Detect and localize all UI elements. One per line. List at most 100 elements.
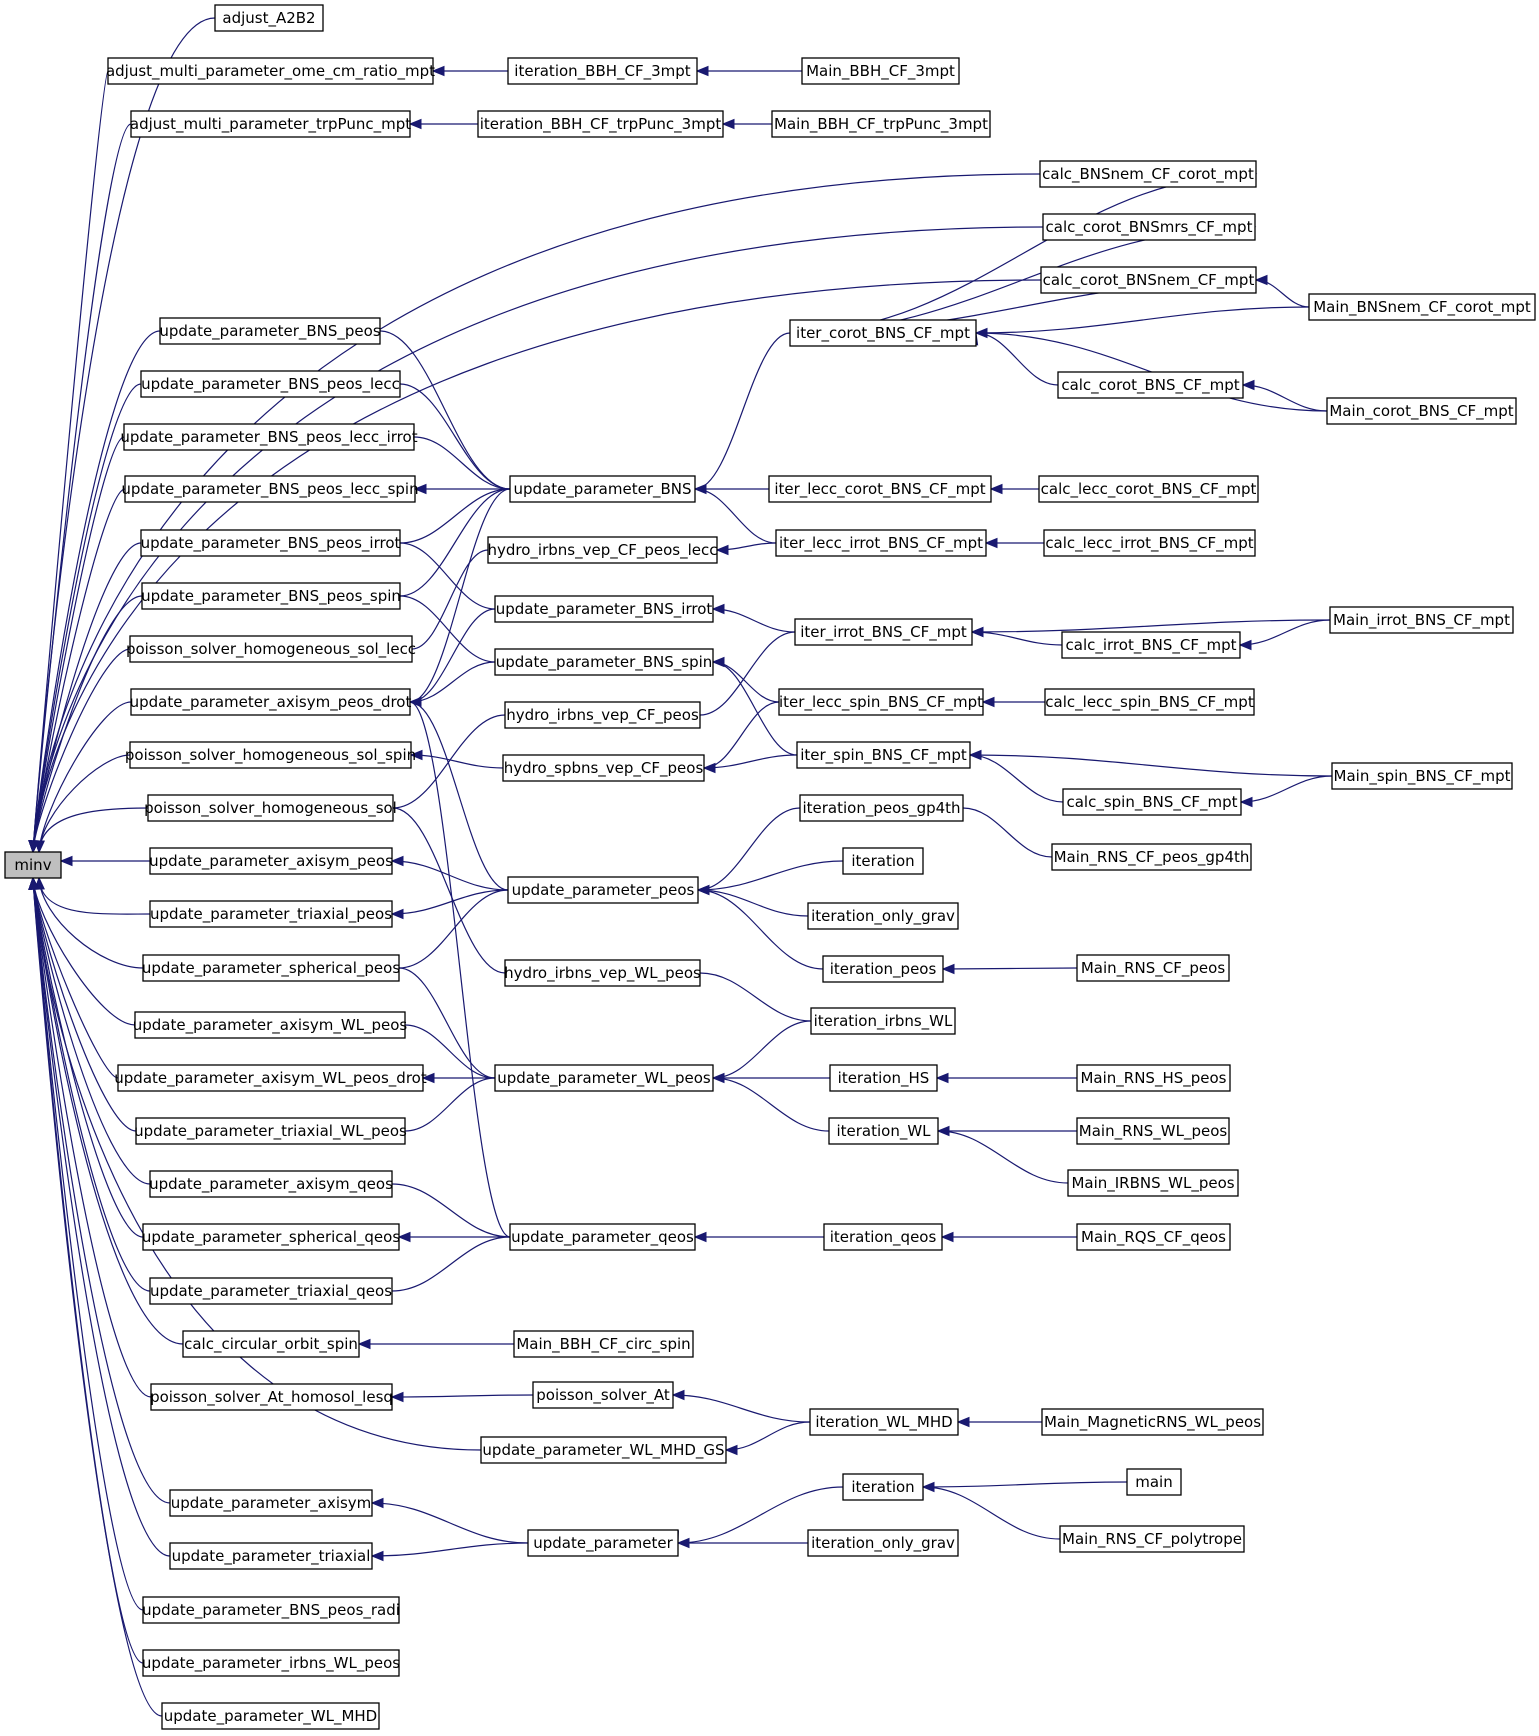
node-iter_wl[interactable]: iteration_WL xyxy=(828,1117,939,1145)
node-iter_bbh_3mpt[interactable]: iteration_BBH_CF_3mpt xyxy=(507,57,698,85)
node-calc_lecc_irrot[interactable]: calc_lecc_irrot_BNS_CF_mpt xyxy=(1043,529,1256,557)
node-up_bns_peos_lecc_irrot[interactable]: update_parameter_BNS_peos_lecc_irrot xyxy=(120,423,418,451)
node-poisson_sol[interactable]: poisson_solver_homogeneous_sol xyxy=(144,794,397,822)
node-adjust_A2B2[interactable]: adjust_A2B2 xyxy=(214,4,324,32)
node-main_rns_wl[interactable]: Main_RNS_WL_peos xyxy=(1076,1117,1230,1145)
node-calc_lecc_spin[interactable]: calc_lecc_spin_BNS_CF_mpt xyxy=(1044,688,1255,716)
node-iter_spin[interactable]: iter_spin_BNS_CF_mpt xyxy=(796,741,971,769)
node-up_axisym_peos[interactable]: update_parameter_axisym_peos xyxy=(149,847,393,875)
node-up_triaxial[interactable]: update_parameter_triaxial xyxy=(169,1542,373,1570)
node-iter_qeos[interactable]: iteration_qeos xyxy=(823,1223,943,1251)
node-main_rns_peos[interactable]: Main_RNS_CF_peos xyxy=(1076,954,1230,982)
node-iter_lecc_irrot[interactable]: iter_lecc_irrot_BNS_CF_mpt xyxy=(775,529,987,557)
node-up_spherical_qeos[interactable]: update_parameter_spherical_qeos xyxy=(142,1223,400,1251)
node-calc_corot_bnsmrs[interactable]: calc_corot_BNSmrs_CF_mpt xyxy=(1042,213,1256,241)
node-adj_ome[interactable]: adjust_multi_parameter_ome_cm_ratio_mpt xyxy=(106,57,435,85)
node-label: calc_corot_BNSnem_CF_mpt xyxy=(1043,271,1255,290)
node-up_axisym_wl_drot[interactable]: update_parameter_axisym_WL_peos_drot xyxy=(114,1064,427,1092)
node-up_spherical_peos[interactable]: update_parameter_spherical_peos xyxy=(142,954,400,982)
node-poisson_at_homosol[interactable]: poisson_solver_At_homosol_lesq xyxy=(150,1383,393,1411)
edge-adj_trp-to-minv xyxy=(32,123,132,853)
node-hydro_wl[interactable]: hydro_irbns_vep_WL_peos xyxy=(504,959,701,987)
node-iter_irbns_wl[interactable]: iteration_irbns_WL xyxy=(810,1007,956,1035)
node-main_corot[interactable]: Main_corot_BNS_CF_mpt xyxy=(1326,397,1517,425)
node-up_bns_peos_lecc[interactable]: update_parameter_BNS_peos_lecc xyxy=(140,370,401,398)
node-poisson_spin[interactable]: poisson_solver_homogeneous_sol_spin xyxy=(125,741,416,769)
node-up_axisym_drot[interactable]: update_parameter_axisym_peos_drot xyxy=(130,688,412,716)
node-main_bbh_3mpt[interactable]: Main_BBH_CF_3mpt xyxy=(801,57,960,85)
edge-main_rns_poly-to-iteration_b xyxy=(922,1486,1061,1540)
node-up_bns_peos_lecc_spin[interactable]: update_parameter_BNS_peos_lecc_spin xyxy=(121,475,419,503)
node-main_bbh_trp[interactable]: Main_BBH_CF_trpPunc_3mpt xyxy=(771,110,991,138)
node-iter_irrot[interactable]: iter_irrot_BNS_CF_mpt xyxy=(794,618,973,646)
node-hydro_irbns_peos[interactable]: hydro_irbns_vep_CF_peos xyxy=(504,701,701,729)
node-main_rns_hs[interactable]: Main_RNS_HS_peos xyxy=(1076,1064,1231,1092)
node-box xyxy=(150,1383,393,1411)
node-up_axisym_wl[interactable]: update_parameter_axisym_WL_peos xyxy=(133,1011,408,1039)
node-calc_lecc_corot[interactable]: calc_lecc_corot_BNS_CF_mpt xyxy=(1038,475,1259,503)
node-up_param[interactable]: update_parameter xyxy=(527,1529,679,1557)
node-main_rqs[interactable]: Main_RQS_CF_qeos xyxy=(1076,1223,1231,1251)
node-main_rns_poly[interactable]: Main_RNS_CF_polytrope xyxy=(1059,1525,1245,1553)
node-main_irrot[interactable]: Main_irrot_BNS_CF_mpt xyxy=(1329,606,1514,634)
node-up_wl_peos[interactable]: update_parameter_WL_peos xyxy=(494,1064,714,1092)
node-main_magrns[interactable]: Main_MagneticRNS_WL_peos xyxy=(1041,1408,1264,1436)
node-up_qeos[interactable]: update_parameter_qeos xyxy=(509,1223,696,1251)
node-iter_peos[interactable]: iteration_peos xyxy=(822,955,944,983)
node-box xyxy=(807,1529,959,1557)
node-iter_peos_gp4th[interactable]: iteration_peos_gp4th xyxy=(799,794,964,822)
node-up_bns_peos_irrot[interactable]: update_parameter_BNS_peos_irrot xyxy=(140,529,401,557)
node-up_triaxial_wl[interactable]: update_parameter_triaxial_WL_peos xyxy=(134,1117,407,1145)
node-calc_circ_spin[interactable]: calc_circular_orbit_spin xyxy=(182,1330,360,1358)
node-iter_wl_mhd[interactable]: iteration_WL_MHD xyxy=(809,1408,959,1436)
node-calc_corot_bnsnem[interactable]: calc_corot_BNSnem_CF_mpt xyxy=(1040,266,1257,294)
node-iteration_b[interactable]: iteration xyxy=(842,1473,924,1501)
node-iter_hs[interactable]: iteration_HS xyxy=(829,1064,938,1092)
node-calc_bnsnem_corot[interactable]: calc_BNSnem_CF_corot_mpt xyxy=(1039,160,1257,188)
node-calc_corot_bns[interactable]: calc_corot_BNS_CF_mpt xyxy=(1057,371,1244,399)
node-up_bns_peos_spin[interactable]: update_parameter_BNS_peos_spin xyxy=(141,582,401,610)
node-main_irbns_wl[interactable]: Main_IRBNS_WL_peos xyxy=(1067,1169,1239,1197)
node-iter_lecc_spin[interactable]: iter_lecc_spin_BNS_CF_mpt xyxy=(778,688,984,716)
node-main[interactable]: main xyxy=(1126,1468,1182,1496)
node-box xyxy=(1076,1223,1231,1251)
node-poisson_at[interactable]: poisson_solver_At xyxy=(532,1381,674,1409)
node-up_axisym_qeos[interactable]: update_parameter_axisym_qeos xyxy=(149,1170,393,1198)
node-calc_irrot[interactable]: calc_irrot_BNS_CF_mpt xyxy=(1061,631,1241,659)
node-iter_bbh_trp[interactable]: iteration_BBH_CF_trpPunc_3mpt xyxy=(477,110,724,138)
edge-up_bns-to-up_bns_peos_lecc xyxy=(399,383,511,490)
node-iter_only_grav_a[interactable]: iteration_only_grav xyxy=(807,902,959,930)
node-up_triaxial_qeos[interactable]: update_parameter_triaxial_qeos xyxy=(149,1277,393,1305)
edge-up_qeos-to-up_triaxial_qeos xyxy=(391,1236,511,1292)
node-up_wl_mhd[interactable]: update_parameter_WL_MHD xyxy=(161,1702,380,1730)
node-adj_trp[interactable]: adjust_multi_parameter_trpPunc_mpt xyxy=(130,110,411,138)
node-up_bns_peos_radi[interactable]: update_parameter_BNS_peos_radi xyxy=(142,1596,400,1624)
node-main_spin[interactable]: Main_spin_BNS_CF_mpt xyxy=(1331,762,1513,790)
node-minv[interactable]: minv xyxy=(4,851,62,879)
node-iter_only_grav_b[interactable]: iteration_only_grav xyxy=(807,1529,959,1557)
node-up_peos[interactable]: update_parameter_peos xyxy=(507,876,699,904)
node-up_bns_peos[interactable]: update_parameter_BNS_peos xyxy=(159,317,381,345)
node-label: hydro_irbns_vep_CF_peos xyxy=(506,706,699,725)
node-up_axisym[interactable]: update_parameter_axisym xyxy=(169,1489,373,1517)
node-up_bns_spin[interactable]: update_parameter_BNS_spin xyxy=(494,648,714,676)
node-calc_spin[interactable]: calc_spin_BNS_CF_mpt xyxy=(1062,788,1242,816)
node-label: poisson_solver_homogeneous_sol xyxy=(144,799,397,818)
node-main_rns_gp4th[interactable]: Main_RNS_CF_peos_gp4th xyxy=(1051,843,1252,871)
node-up_irbns_wl[interactable]: update_parameter_irbns_WL_peos xyxy=(142,1649,400,1677)
node-box xyxy=(134,1011,406,1039)
node-up_bns[interactable]: update_parameter_BNS xyxy=(509,475,696,503)
node-iteration_a[interactable]: iteration xyxy=(842,847,924,875)
node-hydro_spbns[interactable]: hydro_spbns_vep_CF_peos xyxy=(502,754,705,782)
node-box xyxy=(494,1064,714,1092)
node-poisson_lecc[interactable]: poisson_solver_homogeneous_sol_lecc xyxy=(126,635,416,663)
node-main_bbh_circ[interactable]: Main_BBH_CF_circ_spin xyxy=(513,1330,694,1358)
node-main_bnsnem_corot[interactable]: Main_BNSnem_CF_corot_mpt xyxy=(1308,293,1536,321)
node-up_bns_irrot[interactable]: update_parameter_BNS_irrot xyxy=(494,595,714,623)
node-iter_lecc_corot[interactable]: iter_lecc_corot_BNS_CF_mpt xyxy=(768,475,992,503)
edge-hydro_wl-to-poisson_sol xyxy=(392,807,506,974)
node-iter_corot[interactable]: iter_corot_BNS_CF_mpt xyxy=(789,319,977,347)
node-up_triaxial_peos[interactable]: update_parameter_triaxial_peos xyxy=(149,900,393,928)
node-up_wl_mhd_gs[interactable]: update_parameter_WL_MHD_GS xyxy=(480,1436,727,1464)
node-hydro_irbns_lecc[interactable]: hydro_irbns_vep_CF_peos_lecc xyxy=(487,536,718,564)
